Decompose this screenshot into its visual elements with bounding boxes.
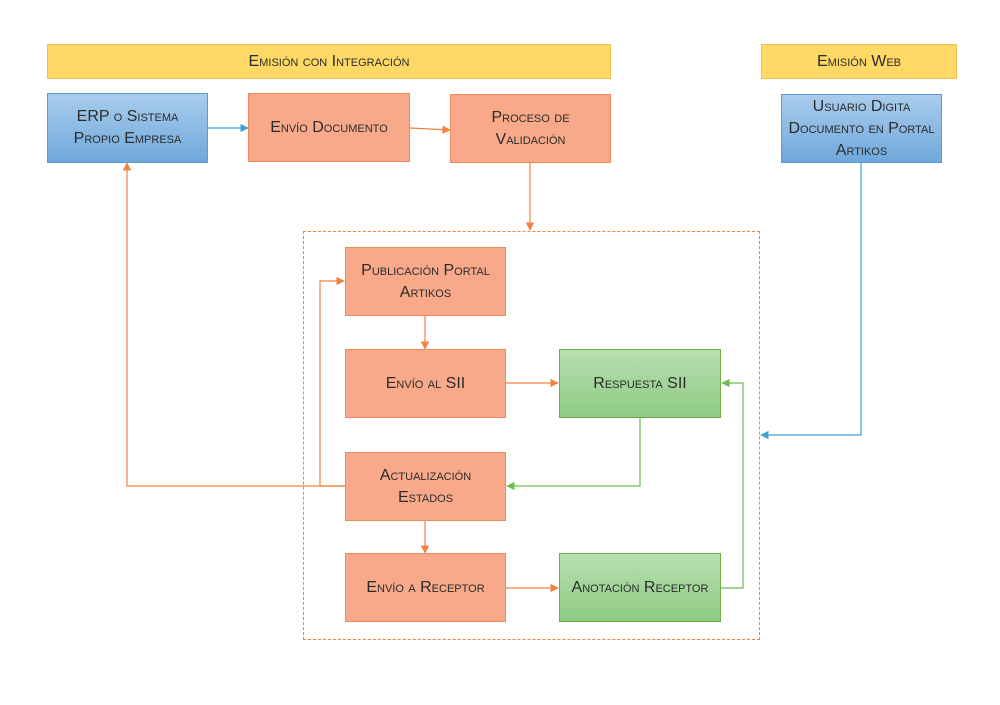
node-envio-sii: Envío al SII [345, 349, 506, 418]
node-label: Envío al SII [385, 374, 466, 392]
node-label: Actualización Estados [379, 466, 472, 506]
node-label: Envío a Receptor [366, 578, 485, 596]
node-label: Anotación Receptor [571, 578, 709, 596]
node-proceso-validacion: Proceso de Validación [450, 94, 611, 163]
arrow-usuario-to-frame [760, 163, 862, 440]
header-emision-web: Emisión Web [761, 44, 957, 79]
node-envio-documento: Envío Documento [248, 93, 410, 162]
header-label: Emisión con Integración [248, 52, 410, 70]
arrow-envio-to-validacion [409, 125, 451, 134]
header-label: Emisión Web [816, 52, 901, 70]
node-usuario-digita: Usuario Digita Documento en Portal Artik… [781, 94, 942, 163]
node-respuesta-sii: Respuesta SII [559, 349, 721, 418]
arrow-actualizacion-to-publicacion [319, 276, 345, 487]
node-label: Respuesta SII [593, 374, 687, 392]
arrow-actualizacion-to-erp [122, 162, 345, 487]
node-envio-receptor: Envío a Receptor [345, 553, 506, 622]
arrow-anotacion-to-respuesta [721, 378, 744, 589]
node-label: Proceso de Validación [491, 108, 570, 148]
node-erp: ERP o Sistema Propio Empresa [47, 93, 208, 163]
node-label: Envío Documento [270, 118, 388, 136]
node-actualizacion-estados: Actualización Estados [345, 452, 506, 521]
node-label: ERP o Sistema Propio Empresa [73, 108, 182, 147]
node-label: Usuario Digita Documento en Portal Artik… [788, 97, 935, 159]
artikos-process-group [303, 231, 760, 640]
node-publicacion-portal: Publicación Portal Artikos [345, 247, 506, 316]
node-label: Publicación Portal Artikos [361, 261, 490, 301]
node-anotacion-receptor: Anotación Receptor [559, 553, 721, 622]
arrow-respuesta-to-actualizacion [506, 418, 641, 491]
header-emision-integracion: Emisión con Integración [47, 44, 611, 79]
